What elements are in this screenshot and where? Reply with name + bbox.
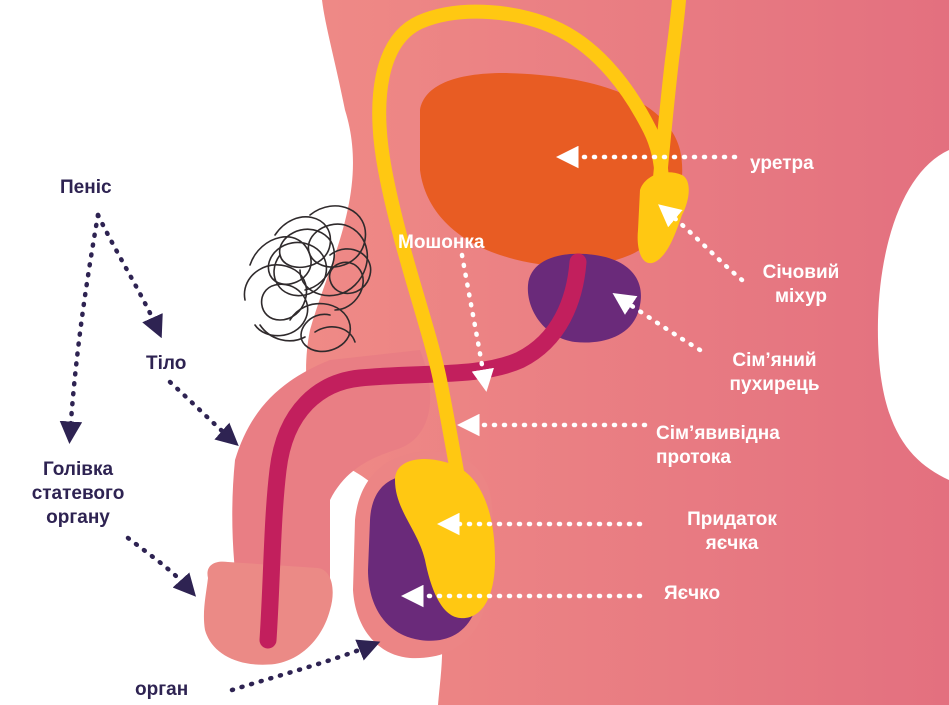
label-organ: орган — [135, 678, 188, 702]
pointer-penis-to-body — [98, 215, 158, 330]
label-seminal-vesicle: Сім’яний пухирець — [702, 349, 847, 397]
label-body: Тіло — [146, 352, 186, 376]
pointer-body — [170, 382, 232, 440]
label-scrotum: Мошонка — [398, 231, 484, 255]
label-penis: Пеніс — [60, 176, 112, 200]
pointer-glans — [128, 538, 190, 590]
label-glans: Голівка статевого органу — [18, 458, 138, 530]
label-urethra: уретра — [750, 152, 814, 176]
pointer-penis-to-glans — [70, 215, 98, 435]
label-testis: Яєчко — [664, 582, 720, 606]
label-vas-deferens: Сім’явивідна протока — [656, 422, 780, 470]
label-bladder: Січовий міхур — [742, 261, 860, 309]
label-epididymis: Придаток яєчка — [662, 508, 802, 556]
